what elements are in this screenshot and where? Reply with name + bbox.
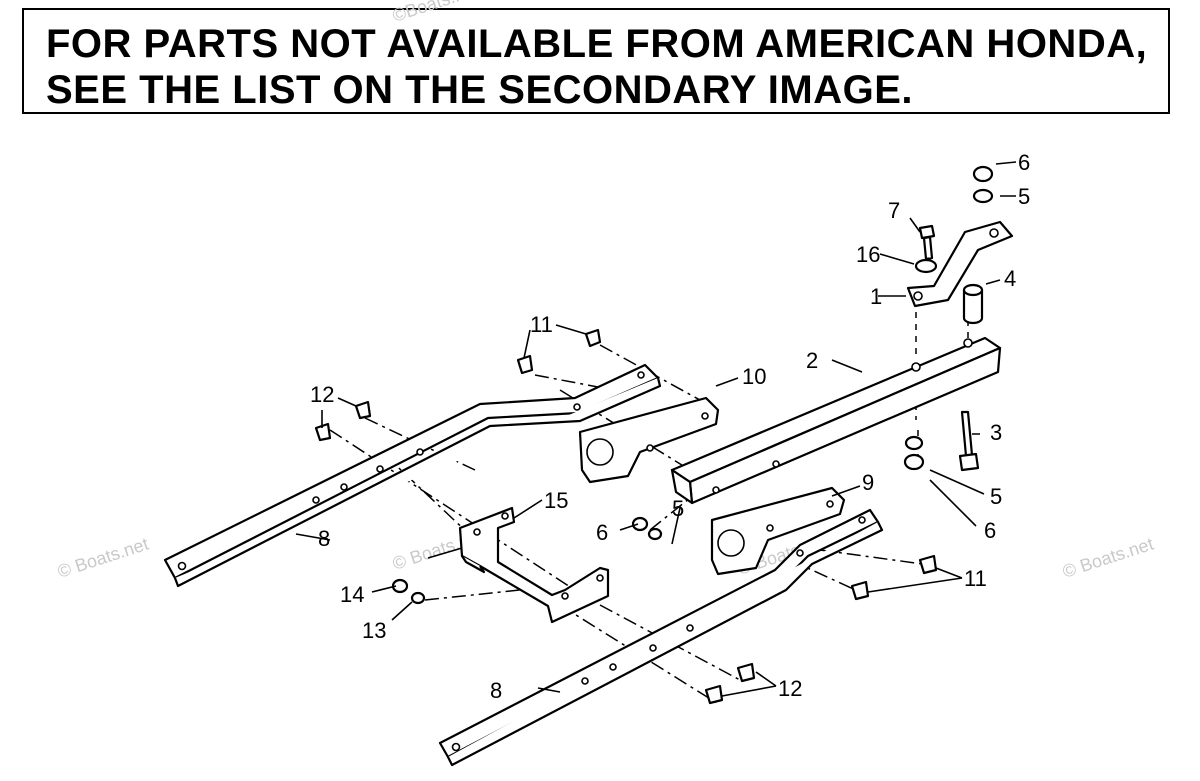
callout-14: 14	[340, 582, 364, 607]
top-bracket	[906, 220, 1014, 308]
washer-top	[972, 188, 994, 204]
callout-9: 9	[862, 470, 874, 495]
washer-middle	[647, 527, 663, 541]
watermark-top: ©Boats.net	[390, 0, 481, 26]
assembly-line-washer-lower	[424, 589, 521, 601]
washer-lower-right	[904, 435, 924, 451]
notice-line-1: FOR PARTS NOT AVAILABLE FROM AMERICAN HO…	[46, 22, 1148, 66]
washer-left	[410, 591, 426, 605]
parts-notice-box: FOR PARTS NOT AVAILABLE FROM AMERICAN HO…	[22, 8, 1170, 114]
lock-washer-top	[914, 258, 938, 274]
callout-12-lower: 12	[778, 676, 802, 701]
callout-6-top: 6	[1018, 150, 1030, 175]
bolt-12-a	[354, 400, 372, 420]
bolt-12-d	[704, 684, 724, 705]
nut-lower-right	[903, 453, 925, 471]
callout-1: 1	[870, 284, 882, 309]
callout-5-top: 5	[1018, 184, 1030, 209]
bolt-12-b	[314, 422, 332, 442]
spacer-tube	[962, 283, 984, 325]
assembly-line-bracket-vertical	[915, 300, 969, 455]
bracket-lower	[710, 486, 846, 576]
bracket-upper	[578, 396, 720, 484]
nut-top	[972, 165, 994, 183]
watermark-right: © Boats.net	[1060, 534, 1156, 582]
callout-8-upper: 8	[318, 526, 330, 551]
callout-6-right: 6	[984, 518, 996, 543]
callout-2: 2	[806, 348, 818, 373]
bolt-11-a	[584, 328, 602, 348]
bolt-11-c	[918, 554, 938, 575]
cross-tube	[670, 336, 1002, 505]
bolt-12-c	[736, 662, 756, 683]
small-bolt-top	[918, 224, 936, 261]
frame-rail-lower	[438, 508, 884, 767]
nut-middle	[631, 516, 649, 532]
callout-6-middle: 6	[596, 520, 608, 545]
callout-5-right: 5	[990, 484, 1002, 509]
notice-line-2: SEE THE LIST ON THE SECONDARY IMAGE.	[46, 68, 913, 112]
bolt-11-d	[850, 580, 870, 601]
bolt-11-b	[516, 354, 534, 375]
callout-8-lower: 8	[490, 678, 502, 703]
frame-rail-upper	[163, 363, 662, 588]
callout-16: 16	[856, 242, 880, 267]
callout-15: 15	[544, 488, 568, 513]
callout-4: 4	[1004, 266, 1016, 291]
callout-10: 10	[742, 364, 766, 389]
leader-lines	[295, 161, 1017, 697]
callout-11-lower: 11	[964, 566, 987, 591]
callout-5-middle: 5	[672, 496, 684, 521]
callout-3: 3	[990, 420, 1002, 445]
watermark-left: © Boats.net	[55, 534, 151, 582]
callout-13: 13	[362, 618, 386, 643]
long-bolt	[958, 410, 980, 472]
callout-12-upper: 12	[310, 382, 334, 407]
callout-7: 7	[888, 198, 900, 223]
callout-11-upper: 11	[530, 312, 553, 337]
assembly-line-nut-mid	[649, 489, 701, 531]
mounting-bracket	[458, 506, 610, 624]
